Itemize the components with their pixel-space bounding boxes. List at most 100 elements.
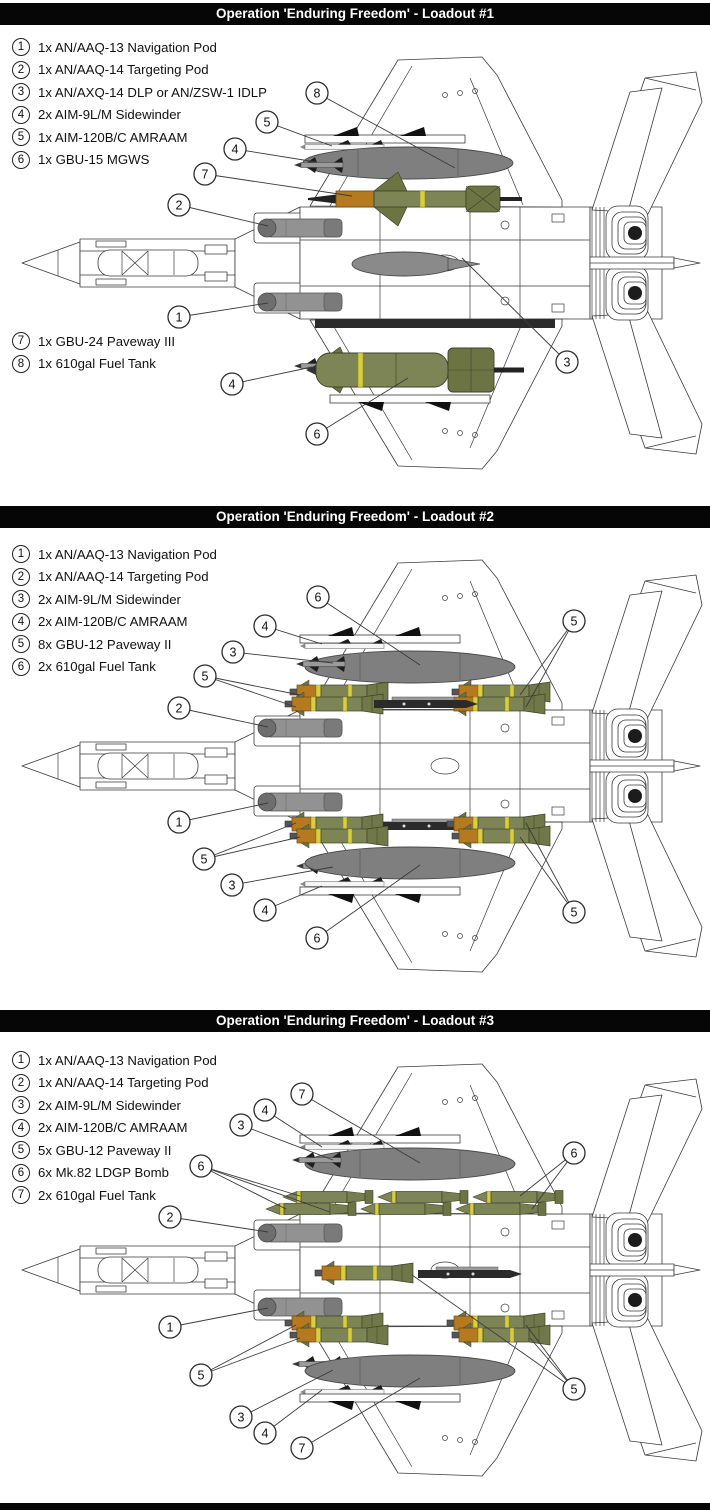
panel-title-bar: Operation 'Enduring Freedom' - Loadout #… bbox=[0, 1010, 710, 1032]
leader-line bbox=[525, 822, 575, 913]
targeting-pod bbox=[257, 1223, 343, 1243]
callout-number: 3 bbox=[238, 1119, 245, 1133]
legend-item-label: 2x 610gal Fuel Tank bbox=[38, 1187, 156, 1203]
legend-item-label: 1x AN/AAQ-13 Navigation Pod bbox=[38, 1052, 217, 1068]
legend-item-label: 2x AIM-9L/M Sidewinder bbox=[38, 1097, 181, 1113]
legend-item-label: 2x AIM-120B/C AMRAAM bbox=[38, 614, 188, 630]
callout-circle bbox=[167, 696, 191, 720]
callout-number: 3 bbox=[230, 646, 237, 660]
callout-number: 3 bbox=[238, 1411, 245, 1425]
callout-circle bbox=[229, 1405, 253, 1429]
leader-line bbox=[316, 864, 421, 939]
callout-number: 5 bbox=[198, 1369, 205, 1383]
legend-item-label: 2x AIM-9L/M Sidewinder bbox=[38, 591, 181, 607]
callout-number: 5 bbox=[571, 615, 578, 629]
legend-item-number: 7 bbox=[12, 332, 30, 351]
legend-item-label: 6x Mk.82 LDGP Bomb bbox=[38, 1165, 169, 1181]
callout-circle bbox=[223, 137, 247, 161]
callout-circle bbox=[189, 1363, 213, 1387]
callout-circle bbox=[290, 1436, 314, 1460]
targeting-pod bbox=[257, 718, 343, 738]
callout-circle bbox=[189, 1154, 213, 1178]
cft-rail bbox=[315, 319, 555, 328]
leader-line bbox=[203, 836, 301, 860]
leader-line bbox=[169, 1216, 269, 1233]
callout-number: 7 bbox=[299, 1088, 306, 1102]
callout-circle bbox=[253, 614, 277, 638]
callout-circle bbox=[220, 873, 244, 897]
callout-circle bbox=[193, 664, 217, 688]
legend-item-label: 1x AN/AXQ-14 DLP or AN/ZSW-1 IDLP bbox=[38, 84, 267, 100]
legend-item-label: 2x AIM-9L/M Sidewinder bbox=[38, 107, 181, 123]
callout-circle bbox=[158, 1205, 182, 1229]
callout-circle bbox=[290, 1082, 314, 1106]
leader-line bbox=[519, 620, 575, 696]
callout-number: 2 bbox=[167, 1211, 174, 1225]
leader-line bbox=[316, 92, 456, 169]
callout-circle bbox=[221, 640, 245, 664]
callout-circle bbox=[562, 1141, 586, 1165]
legend-item-number: 3 bbox=[12, 1096, 30, 1115]
leader-line bbox=[231, 366, 313, 385]
legend-item: 6 6x Mk.82 LDGP Bomb bbox=[12, 1162, 217, 1185]
legend-item: 1 1x AN/AAQ-13 Navigation Pod bbox=[12, 1049, 217, 1072]
leader-line bbox=[264, 1389, 323, 1434]
leader-line bbox=[525, 620, 575, 708]
legend-item-label: 2x AIM-120B/C AMRAAM bbox=[38, 1120, 188, 1136]
navigation-pod bbox=[257, 792, 343, 812]
leader-line bbox=[301, 1093, 421, 1164]
callout-number: 1 bbox=[176, 311, 183, 325]
callout-circle bbox=[555, 350, 579, 374]
callout-circle bbox=[253, 1098, 277, 1122]
callout-number: 5 bbox=[202, 670, 209, 684]
callout-number: 4 bbox=[262, 1427, 269, 1441]
leader-line bbox=[461, 257, 568, 363]
legend-item-number: 3 bbox=[12, 590, 30, 609]
legend-item-number: 5 bbox=[12, 1141, 30, 1160]
callout-circle bbox=[167, 810, 191, 834]
legend-item-number: 1 bbox=[12, 1051, 30, 1070]
callout-number: 6 bbox=[198, 1160, 205, 1174]
legend-item-number: 1 bbox=[12, 545, 30, 564]
legend-item-label: 5x GBU-12 Paveway II bbox=[38, 1142, 172, 1158]
callout-number: 3 bbox=[564, 356, 571, 370]
fuel-tank-610gal bbox=[304, 650, 516, 684]
navigation-pod bbox=[257, 292, 343, 312]
leader-line bbox=[204, 675, 297, 708]
gbu-15-mgws bbox=[305, 346, 525, 394]
callout-circle bbox=[193, 162, 217, 186]
leader-line bbox=[200, 1337, 301, 1376]
legend-item-label: 8x GBU-12 Paveway II bbox=[38, 636, 172, 652]
legend-item: 5 5x GBU-12 Paveway II bbox=[12, 1139, 217, 1162]
callout-circle bbox=[158, 1315, 182, 1339]
leader-line bbox=[317, 596, 421, 666]
callout-number: 1 bbox=[167, 1321, 174, 1335]
leader-line bbox=[525, 1324, 575, 1390]
legend-item-number: 2 bbox=[12, 1073, 30, 1092]
leader-line bbox=[178, 204, 269, 227]
callout-number: 6 bbox=[314, 428, 321, 442]
legend-item-number: 1 bbox=[12, 38, 30, 57]
legend-item-label: 1x AN/AAQ-14 Targeting Pod bbox=[38, 569, 209, 585]
legend-item-number: 8 bbox=[12, 354, 30, 373]
panel-title-bar: Operation 'Enduring Freedom' - Loadout #… bbox=[0, 3, 710, 25]
leader-line bbox=[232, 651, 334, 664]
leader-line bbox=[169, 1307, 269, 1328]
callout-number: 8 bbox=[314, 87, 321, 101]
leader-line bbox=[178, 707, 269, 728]
